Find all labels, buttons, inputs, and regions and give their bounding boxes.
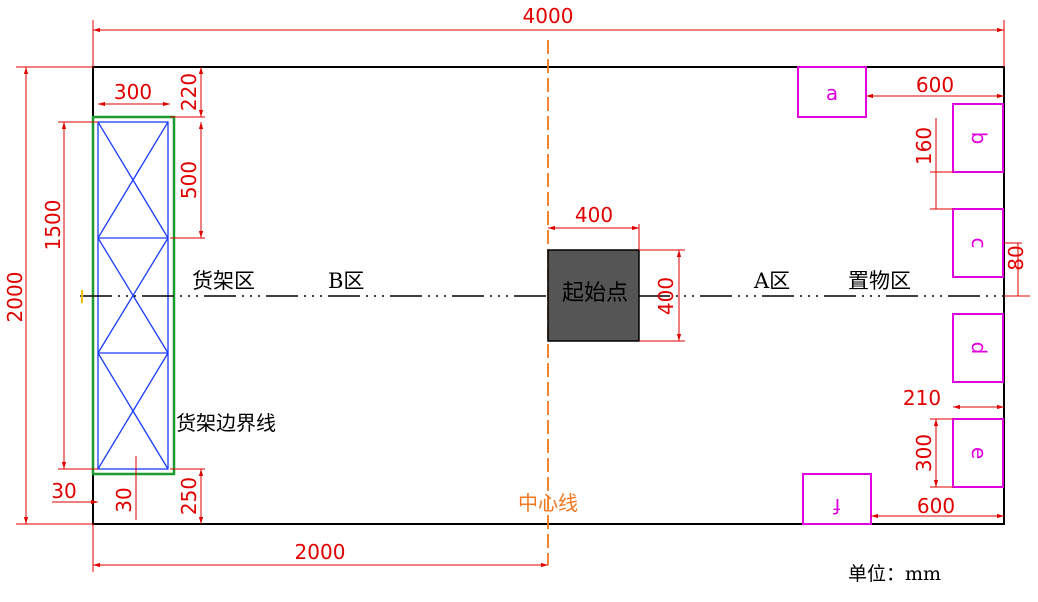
dim-shelf-length: 1500 bbox=[41, 121, 98, 470]
box-f-label: f bbox=[833, 494, 841, 518]
dim-shelf-top-gap: 220 bbox=[170, 67, 205, 118]
dim-box-a-offset: 600 bbox=[866, 73, 1004, 99]
placement-zone-label: 置物区 bbox=[848, 269, 911, 293]
dim-box-gap-label: 160 bbox=[912, 127, 936, 165]
shelf-zone-label: 货架区 bbox=[192, 269, 255, 293]
box-e-label: e bbox=[967, 447, 991, 459]
zone-b-label: B区 bbox=[328, 269, 364, 293]
dim-shelf-bottom-left: 30 bbox=[112, 456, 137, 520]
dim-box-c-offset: 80 bbox=[1004, 242, 1030, 297]
box-e: e bbox=[952, 418, 1004, 488]
dim-start-width-label: 400 bbox=[575, 203, 613, 227]
dim-shelf-bottom-left-label: 30 bbox=[112, 487, 136, 512]
dim-start-height: 400 bbox=[639, 249, 685, 342]
dim-shelf-length-label: 1500 bbox=[41, 200, 65, 251]
dim-shelf-section: 500 bbox=[170, 122, 205, 239]
dim-half-width-label: 2000 bbox=[295, 540, 346, 564]
dim-box-e-offset: 210 bbox=[903, 386, 1004, 410]
start-point-box bbox=[547, 249, 640, 342]
shelf-frame bbox=[97, 121, 169, 470]
dim-start-width: 400 bbox=[548, 203, 640, 250]
dim-total-width: 4000 bbox=[92, 4, 1005, 67]
box-d-label: d bbox=[967, 342, 991, 355]
dim-box-a-offset-label: 600 bbox=[916, 73, 954, 97]
dim-box-e-offset-label: 210 bbox=[903, 386, 941, 410]
unit-label: 单位：mm bbox=[848, 563, 941, 585]
dim-box-c-offset-label: 80 bbox=[1004, 245, 1028, 270]
dim-box-f-offset-label: 600 bbox=[917, 494, 955, 518]
dim-box-f-offset: 600 bbox=[871, 494, 1004, 519]
dim-start-height-label: 400 bbox=[654, 277, 678, 315]
dim-total-width-label: 4000 bbox=[523, 4, 574, 28]
shelf-boundary-label: 货架边界线 bbox=[176, 411, 276, 435]
dim-shelf-width-label: 300 bbox=[114, 80, 152, 104]
box-c-label: c bbox=[967, 238, 991, 249]
dim-shelf-bottom-gap: 250 bbox=[170, 468, 205, 524]
box-c: c bbox=[952, 208, 1004, 278]
center-line-label: 中心线 bbox=[518, 491, 578, 515]
dim-shelf-width: 300 bbox=[98, 80, 170, 107]
dim-box-e-height: 300 bbox=[912, 418, 953, 488]
dim-shelf-left-gap: 30 bbox=[51, 479, 98, 505]
box-a-label: a bbox=[826, 81, 838, 105]
dim-half-width: 2000 bbox=[92, 524, 548, 572]
box-d: d bbox=[952, 313, 1004, 383]
dim-shelf-top-gap-label: 220 bbox=[177, 73, 201, 111]
zone-a-label: A区 bbox=[753, 269, 790, 293]
dim-shelf-left-gap-label: 30 bbox=[51, 479, 76, 503]
box-a: a bbox=[797, 66, 867, 118]
box-b: b bbox=[952, 103, 1004, 173]
dim-box-gap: 160 bbox=[912, 118, 953, 210]
dim-shelf-bottom-gap-label: 250 bbox=[177, 477, 201, 515]
dim-total-height: 2000 bbox=[3, 66, 93, 525]
dim-total-height-label: 2000 bbox=[3, 272, 27, 323]
dim-box-e-height-label: 300 bbox=[912, 434, 936, 472]
box-f: f bbox=[802, 473, 872, 525]
box-b-label: b bbox=[967, 132, 991, 145]
start-point-label: 起始点 bbox=[562, 281, 628, 306]
dim-shelf-section-label: 500 bbox=[177, 161, 201, 199]
